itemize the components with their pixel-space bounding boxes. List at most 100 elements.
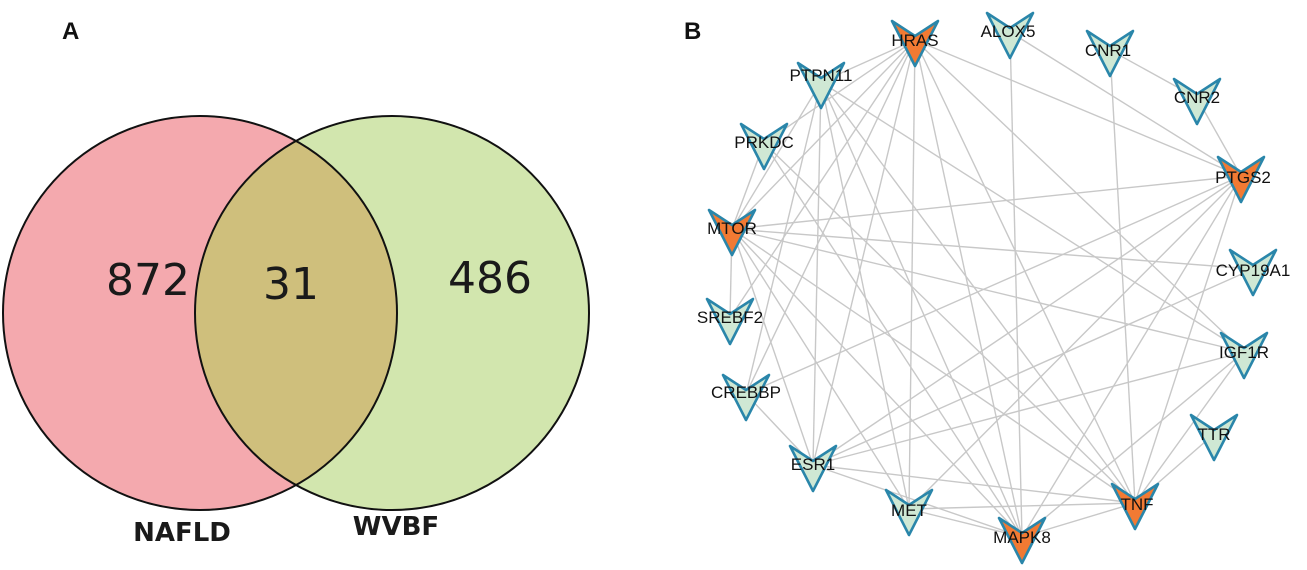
panel-label-b: B	[684, 18, 701, 45]
node-label-prkdc: PRKDC	[734, 133, 794, 152]
node-label-ttr: TTR	[1197, 425, 1230, 444]
node-hras: HRAS	[890, 19, 940, 68]
node-shape-cnr2	[1172, 77, 1222, 126]
node-met: MET	[884, 488, 934, 537]
venn-count-wvbf-only: 486	[448, 253, 532, 304]
node-shape-cyp19a1	[1228, 248, 1278, 297]
edge-tnf-met	[908, 502, 1136, 510]
edge-alox5-ptgs2	[1009, 31, 1242, 177]
node-ttr: TTR	[1189, 413, 1239, 462]
edge-igf1r-ptpn11	[820, 81, 1245, 353]
node-shape-mtor	[707, 208, 757, 257]
edge-igf1r-tnf	[1134, 351, 1245, 504]
node-tnf: TNF	[1110, 482, 1160, 531]
edge-ptgs2-mapk8	[1021, 175, 1242, 538]
node-label-igf1r: IGF1R	[1219, 343, 1269, 362]
venn-outline-nafld	[2, 115, 398, 511]
edge-hras-mapk8	[914, 39, 1023, 538]
node-label-mapk8: MAPK8	[993, 528, 1051, 547]
venn-count-nafld-only: 872	[106, 255, 190, 306]
node-mapk8: MAPK8	[993, 516, 1051, 565]
edge-hras-crebbp	[745, 39, 916, 395]
node-shape-ttr	[1189, 413, 1239, 462]
node-label-met: MET	[891, 501, 927, 520]
node-srebf2: SREBF2	[697, 297, 763, 346]
edge-cyp19a1-mtor	[731, 228, 1254, 270]
node-shape-ptpn11	[796, 61, 846, 110]
edge-ptgs2-tnf	[1134, 175, 1242, 504]
edge-ptgs2-mtor	[731, 175, 1242, 230]
edge-hras-mtor	[731, 39, 916, 230]
edge-igf1r-esr1	[812, 351, 1245, 466]
edge-met-ptpn11	[820, 81, 910, 510]
node-shape-prkdc	[739, 122, 789, 171]
edge-tnf-esr1	[812, 464, 1136, 504]
node-label-mtor: MTOR	[707, 219, 757, 238]
node-label-crebbp: CREBBP	[711, 383, 781, 402]
edge-tnf-mtor	[731, 228, 1136, 504]
node-label-hras: HRAS	[891, 31, 938, 50]
node-igf1r: IGF1R	[1219, 331, 1269, 380]
network-edges	[729, 31, 1254, 538]
edge-mtor-ptpn11	[731, 81, 822, 230]
node-cnr1: CNR1	[1085, 29, 1135, 78]
node-label-cyp19a1: CYP19A1	[1216, 261, 1291, 280]
edge-tnf-prkdc	[763, 142, 1136, 504]
edge-mapk8-met	[908, 508, 1023, 538]
node-label-tnf: TNF	[1120, 495, 1153, 514]
edge-hras-igf1r	[914, 39, 1245, 353]
node-ptpn11: PTPN11	[790, 61, 853, 110]
edge-cnr1-tnf	[1109, 49, 1136, 504]
edge-alox5-mapk8	[1009, 31, 1023, 538]
node-mtor: MTOR	[707, 208, 757, 257]
venn-count-intersection: 31	[263, 259, 319, 310]
venn-label-wvbf: WVBF	[353, 512, 439, 542]
edge-mapk8-mtor	[731, 228, 1023, 538]
node-crebbp: CREBBP	[711, 373, 781, 422]
venn-label-nafld: NAFLD	[133, 518, 231, 548]
edge-esr1-ptpn11	[812, 81, 822, 466]
edge-hras-esr1	[812, 39, 916, 466]
edge-hras-srebf2	[729, 39, 916, 319]
edge-esr1-mtor	[731, 228, 814, 466]
node-esr1: ESR1	[788, 444, 838, 493]
edge-mapk8-prkdc	[763, 142, 1023, 538]
node-label-srebf2: SREBF2	[697, 308, 763, 327]
edge-crebbp-ptpn11	[745, 81, 822, 395]
node-cnr2: CNR2	[1172, 77, 1222, 126]
node-alox5: ALOX5	[981, 11, 1036, 60]
node-label-cnr2: CNR2	[1174, 88, 1220, 107]
panel-label-a: A	[62, 18, 79, 45]
node-label-cnr1: CNR1	[1085, 41, 1131, 60]
node-shape-cnr1	[1085, 29, 1135, 78]
node-cyp19a1: CYP19A1	[1216, 248, 1291, 297]
node-shape-crebbp	[721, 373, 771, 422]
edge-met-mtor	[731, 228, 910, 510]
node-ptgs2: PTGS2	[1215, 155, 1271, 204]
edge-hras-prkdc	[763, 39, 916, 144]
edge-ptgs2-met	[908, 175, 1242, 510]
node-shape-met	[884, 488, 934, 537]
edge-tnf-ptpn11	[820, 81, 1136, 504]
edge-igf1r-mapk8	[1021, 351, 1245, 538]
node-label-ptgs2: PTGS2	[1215, 168, 1271, 187]
edge-igf1r-mtor	[731, 228, 1245, 353]
node-label-ptpn11: PTPN11	[790, 66, 853, 85]
edge-mapk8-ptpn11	[820, 81, 1023, 538]
node-shape-srebf2	[705, 297, 755, 346]
node-shape-mapk8	[997, 516, 1047, 565]
edge-ptgs2-esr1	[812, 175, 1242, 466]
node-shape-tnf	[1110, 482, 1160, 531]
edge-hras-met	[908, 39, 916, 510]
node-label-alox5: ALOX5	[981, 22, 1036, 41]
edge-ptgs2-crebbp	[745, 175, 1242, 395]
node-shape-esr1	[788, 444, 838, 493]
node-label-esr1: ESR1	[791, 455, 835, 474]
node-shape-igf1r	[1219, 331, 1269, 380]
edge-hras-ptgs2	[914, 39, 1242, 177]
node-shape-ptgs2	[1216, 155, 1266, 204]
edge-tnf-mapk8	[1021, 502, 1136, 538]
